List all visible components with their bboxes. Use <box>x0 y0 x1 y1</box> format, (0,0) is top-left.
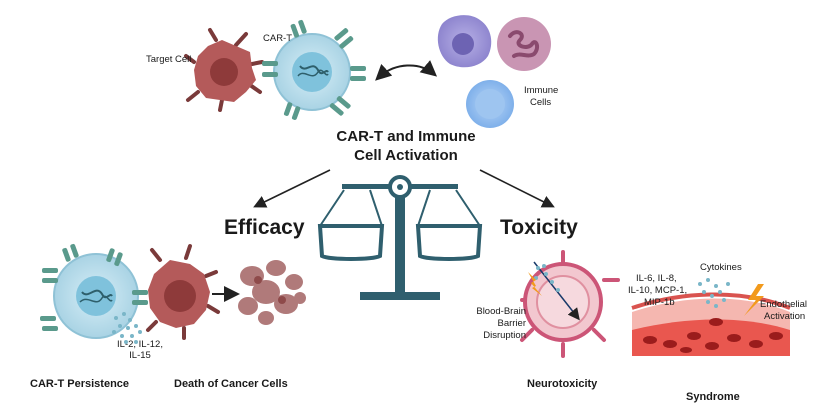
label-bbb-3: Disruption <box>483 330 526 341</box>
label-target-cell: Target Cell <box>146 54 192 65</box>
balance-scale-icon <box>317 175 483 300</box>
immune-cell-icon <box>437 15 551 128</box>
interaction-arrow <box>375 60 438 81</box>
label-cytokines: Cytokines <box>700 262 742 273</box>
label-endothelial-1: Endothelial <box>760 299 808 310</box>
lightning-icon <box>528 272 542 296</box>
label-endothelial-2: Activation <box>764 311 806 322</box>
label-activation-line2: Cell Activation <box>354 147 458 164</box>
dying-cell-fragments-icon <box>238 260 306 325</box>
label-bbb-2: Barrier <box>497 318 526 329</box>
label-car-t: CAR-T <box>263 33 293 44</box>
target-cell-icon <box>184 28 264 112</box>
brain-barrier-icon <box>520 250 620 358</box>
label-syndrome: Syndrome <box>686 391 740 403</box>
label-activation-line1: CAR-T and Immune <box>336 128 476 145</box>
label-cells: Cells <box>530 97 552 108</box>
label-death-of-cancer-cells: Death of Cancer Cells <box>174 378 288 390</box>
label-bbb-1: Blood-Brain <box>476 306 526 317</box>
label-il-list-3: MIP-1b <box>644 297 675 308</box>
label-car-t-persistence: CAR-T Persistence <box>30 378 130 390</box>
arrow-to-efficacy <box>253 169 331 208</box>
label-cytokines-left-1: IL-2, IL-12, <box>117 339 163 350</box>
lightning-icon-2 <box>744 284 764 316</box>
arrow-to-toxicity <box>479 169 555 208</box>
label-immune: Immune <box>524 85 559 96</box>
label-neurotoxicity: Neurotoxicity <box>527 378 598 390</box>
label-il-list-2: IL-10, MCP-1, <box>628 285 688 296</box>
label-toxicity: Toxicity <box>500 216 578 239</box>
label-cytokines-left-2: IL-15 <box>129 350 151 361</box>
car-t-cell-icon <box>262 19 366 120</box>
cancer-cell-icon <box>146 244 220 340</box>
label-il-list-1: IL-6, IL-8, <box>636 273 677 284</box>
label-efficacy: Efficacy <box>224 216 305 239</box>
car-t-persistence-cell-icon <box>40 243 148 344</box>
